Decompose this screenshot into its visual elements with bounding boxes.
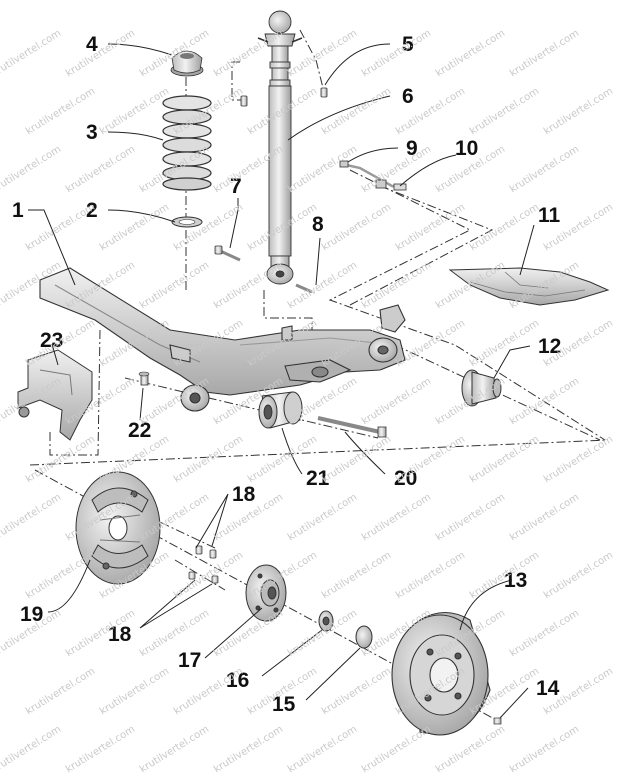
callout-8: 8	[312, 213, 324, 236]
callout-16: 16	[226, 669, 250, 692]
callout-22: 22	[128, 419, 152, 442]
callout-20: 20	[394, 467, 418, 490]
part-long-bolt	[317, 416, 387, 438]
callout-5: 5	[402, 33, 414, 56]
callout-12: 12	[538, 335, 562, 358]
callout-6: 6	[402, 85, 414, 108]
callout-11: 11	[538, 204, 561, 227]
callout-18-upper: 18	[232, 483, 256, 506]
callout-23: 23	[40, 329, 64, 352]
part-shock-absorber	[257, 10, 303, 285]
part-bearing	[318, 610, 334, 632]
part-spring-seat	[170, 50, 204, 77]
part-rear-axle-beam	[39, 267, 406, 412]
callout-3: 3	[86, 121, 98, 144]
part-spring-pad	[171, 216, 203, 228]
part-brake-backplate	[75, 471, 161, 585]
part-bushing	[258, 391, 303, 429]
callout-4: 4	[86, 33, 98, 56]
exploded-view-diagram	[17, 10, 610, 736]
part-mounting-bracket	[17, 349, 93, 441]
part-hub-flange	[245, 564, 287, 622]
part-splash-guard	[448, 267, 610, 306]
callout-1: 1	[12, 199, 24, 222]
callout-18-lower: 18	[108, 623, 132, 646]
callout-9: 9	[406, 137, 418, 160]
part-screw	[493, 717, 502, 725]
callout-7: 7	[230, 175, 242, 198]
callout-2: 2	[86, 199, 98, 222]
callout-19: 19	[20, 603, 44, 626]
part-bolts-18	[188, 545, 219, 584]
part-brake-drum	[391, 611, 491, 736]
part-bolt-22	[138, 371, 150, 386]
callout-10: 10	[455, 137, 479, 160]
part-hub-cap	[355, 625, 373, 649]
callout-14: 14	[536, 677, 560, 700]
part-bolts-upper	[214, 87, 328, 294]
callout-21: 21	[306, 467, 330, 490]
part-coil-spring	[162, 95, 212, 191]
part-axle-stub	[461, 369, 502, 407]
callout-13: 13	[504, 569, 528, 592]
callout-15: 15	[272, 693, 296, 716]
leader-lines	[28, 43, 535, 719]
callout-17: 17	[178, 649, 202, 672]
part-brake-line	[339, 160, 407, 191]
